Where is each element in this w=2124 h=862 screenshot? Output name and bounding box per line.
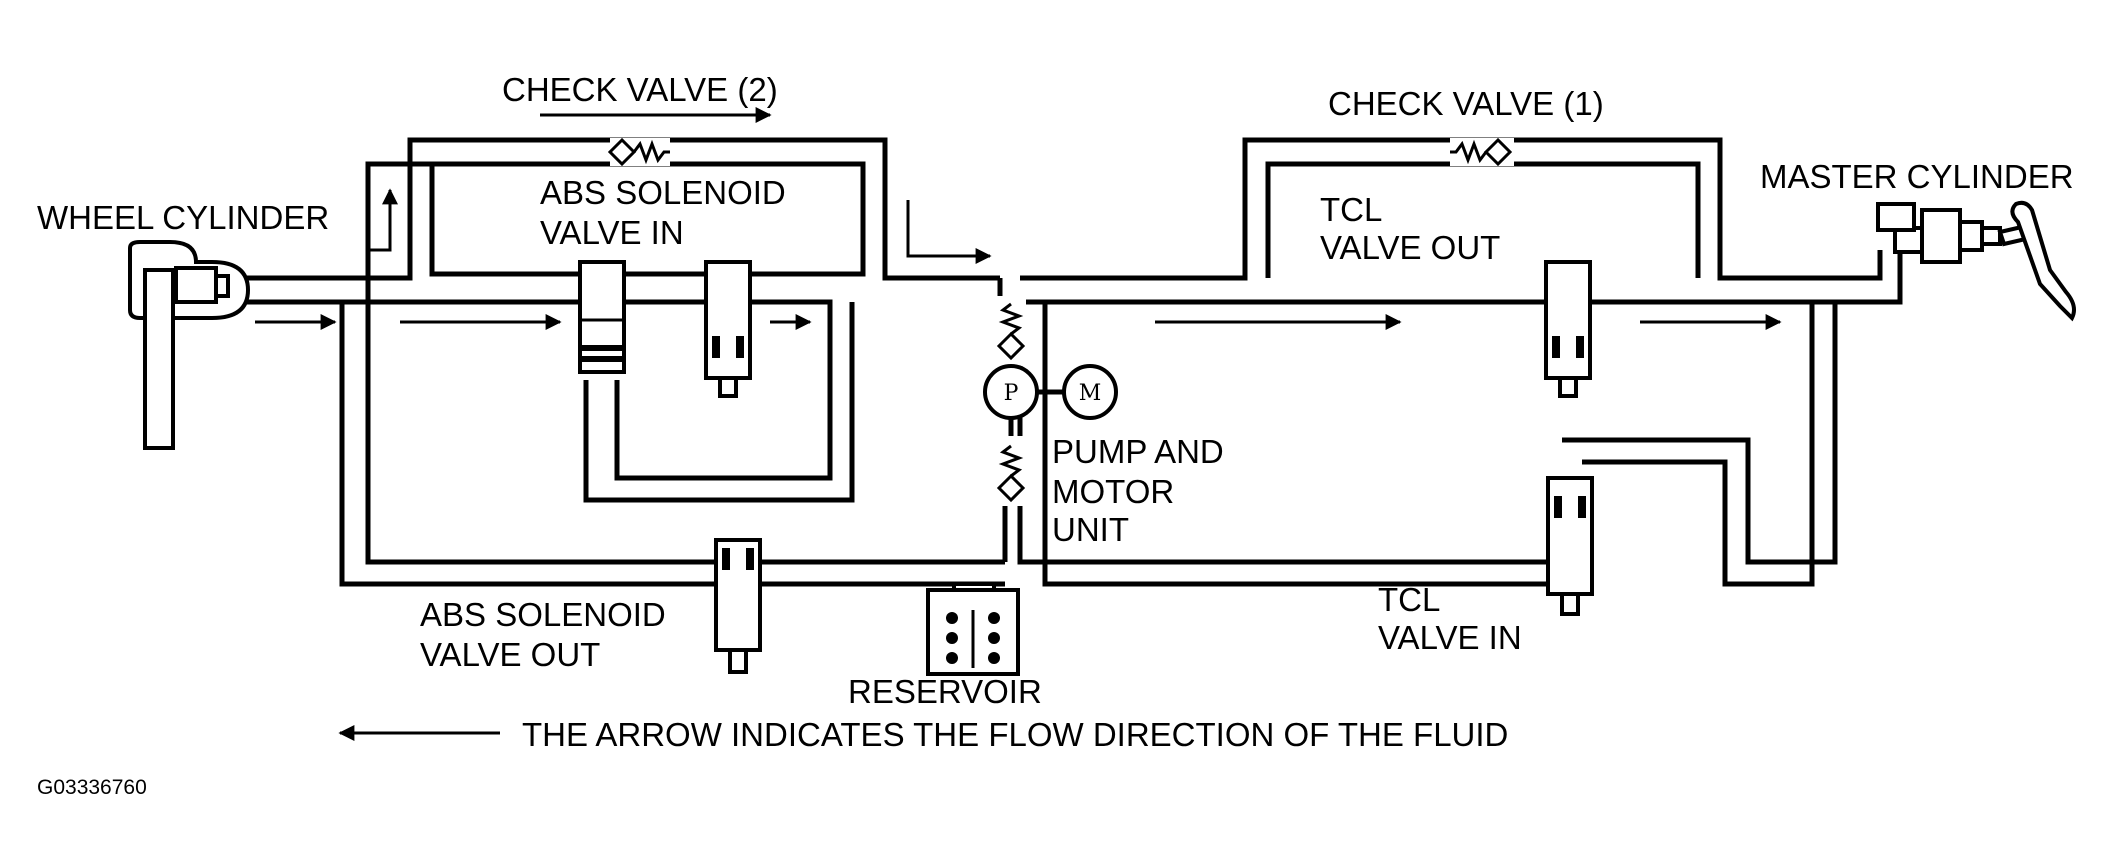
abs-valve-in-label-line2: VALVE IN	[540, 214, 684, 251]
pump-motor-label-line1: PUMP AND	[1052, 433, 1224, 470]
flow-arrow	[368, 188, 398, 252]
motor-letter: M	[1079, 381, 1102, 406]
pump-motor-label-line3: UNIT	[1052, 511, 1129, 548]
flow-arrows	[255, 107, 1782, 741]
abs-solenoid-valve-in-right-icon	[704, 260, 752, 398]
pump-motor-unit: P M	[983, 364, 1118, 436]
pipe-network	[190, 137, 1903, 587]
check-valve-2-label: CHECK VALVE (2)	[502, 71, 778, 108]
legend-text: THE ARROW INDICATES THE FLOW DIRECTION O…	[522, 716, 1509, 753]
abs-valve-out-label-line1: ABS SOLENOID	[420, 596, 666, 633]
motor-icon	[1062, 364, 1118, 420]
flow-arrow	[906, 200, 992, 264]
tcl-valve-in-icon	[1546, 476, 1594, 616]
pump-motor-label-line2: MOTOR	[1052, 473, 1175, 510]
reservoir-label: RESERVOIR	[848, 673, 1042, 710]
wheel-cylinder-label: WHEEL CYLINDER	[37, 199, 330, 236]
master-cylinder-label: MASTER CYLINDER	[1760, 158, 2074, 195]
tcl-valve-out-icon	[1544, 260, 1592, 398]
check-valve-1-icon	[1450, 137, 1514, 167]
abs-solenoid-valve-out-icon	[714, 538, 762, 674]
check-valve-1-label: CHECK VALVE (1)	[1328, 85, 1604, 122]
abs-solenoid-valve-in-left-icon	[578, 260, 626, 374]
wheel-cylinder-icon	[128, 240, 251, 450]
tcl-valve-out-label-line2: VALVE OUT	[1320, 229, 1501, 266]
tcl-valve-out-label-line1: TCL	[1320, 191, 1383, 228]
check-valve-2-icon	[607, 137, 670, 167]
abs-valve-in-label-line1: ABS SOLENOID	[540, 174, 786, 211]
figure-code: G03336760	[37, 776, 147, 799]
master-cylinder-icon	[1876, 200, 2076, 322]
pump-check-valve-upper-icon	[996, 296, 1026, 366]
pump-check-valve-lower-icon	[996, 436, 1026, 506]
tcl-valve-in-label-line2: VALVE IN	[1378, 619, 1522, 656]
reservoir-icon	[926, 582, 1020, 676]
abs-valve-out-label-line2: VALVE OUT	[420, 636, 601, 673]
pump-letter: P	[1004, 381, 1019, 406]
tcl-valve-in-label-line1: TCL	[1378, 581, 1441, 618]
